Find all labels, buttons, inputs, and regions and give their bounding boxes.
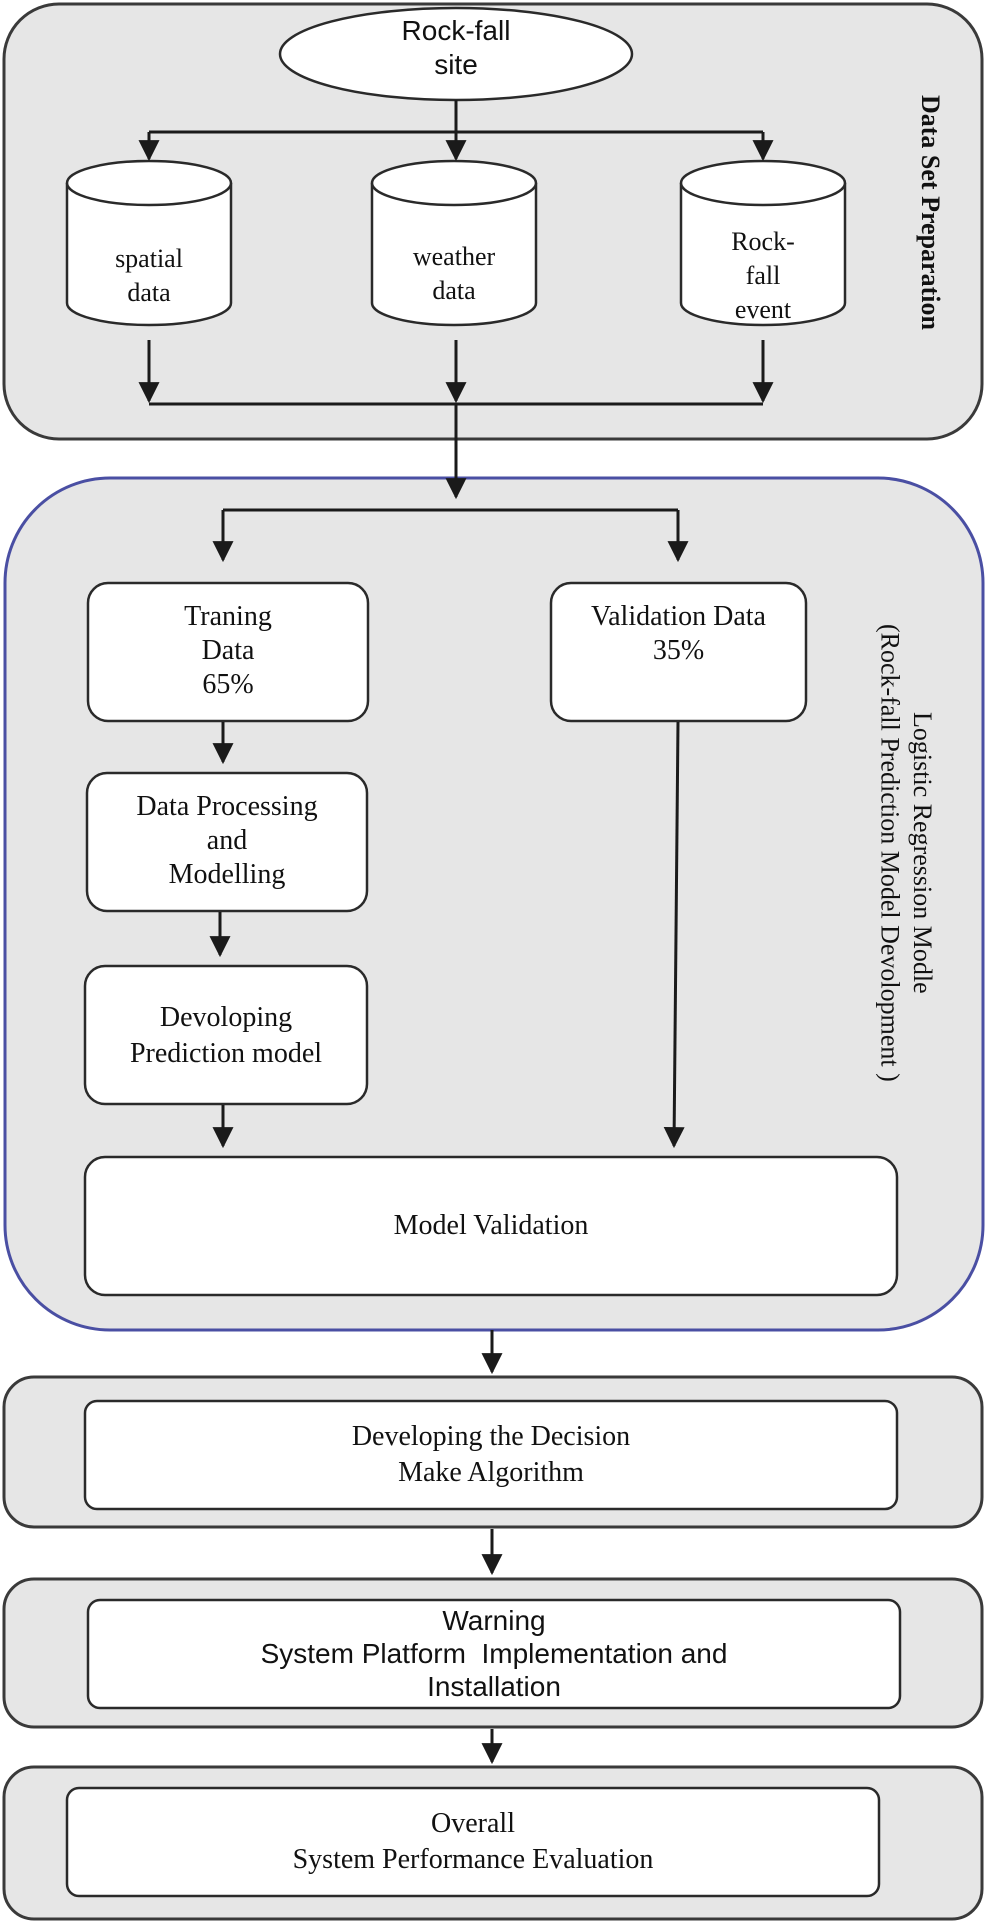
developing-prediction-label: Devoloping Prediction model	[85, 1000, 367, 1072]
performance-evaluation-line2: System Performance Evaluation	[292, 1844, 654, 1875]
section-label-data-set-preparation: Data Set Preparation	[916, 94, 945, 330]
rockfall-event-label: Rock- fall event	[681, 225, 845, 327]
warning-system-line2: System Platform Implementation and	[260, 1638, 728, 1669]
node-spatial-data	[65, 159, 233, 327]
node-training-data	[86, 581, 370, 723]
node-decision-algorithm	[83, 1399, 899, 1511]
site-label: Rock-fall site	[316, 14, 596, 82]
performance-evaluation-label: Overall System Performance Evaluation	[67, 1806, 879, 1878]
decision-algorithm-label: Developing the Decision Make Algorithm	[85, 1419, 897, 1491]
spatial-data-label: spatial data	[67, 242, 231, 310]
rockfall-event-line2: fall	[745, 261, 781, 290]
node-validation-data	[549, 581, 808, 723]
section-label-logistic-line1: Logistic Regression Modle	[908, 712, 937, 994]
developing-prediction-line2: Prediction model	[129, 1038, 323, 1069]
node-warning-system	[86, 1598, 902, 1710]
training-data-line3: 65%	[202, 669, 254, 700]
node-weather-data	[370, 159, 538, 327]
validation-data-label: Validation Data 35%	[551, 600, 806, 668]
data-processing-line2: and	[206, 825, 248, 856]
performance-evaluation-line1: Overall	[431, 1808, 515, 1839]
node-model-validation	[83, 1155, 899, 1297]
spatial-data-line2: data	[127, 278, 171, 307]
rockfall-event-line3: event	[734, 295, 792, 324]
node-data-processing	[85, 771, 369, 913]
site-label-line1: Rock-fall	[401, 15, 511, 46]
warning-system-line3: Installation	[427, 1671, 561, 1702]
decision-algorithm-line2: Make Algorithm	[398, 1457, 584, 1488]
model-validation-label: Model Validation	[393, 1210, 589, 1241]
section-label-logistic-line2: (Rock-fall Prediction Model Devolopment …	[875, 624, 905, 1082]
arrow-validation-to-model-validation	[663, 721, 685, 1149]
node-rockfall-event	[679, 159, 847, 327]
training-data-label: Traning Data 65%	[88, 600, 368, 702]
data-processing-line3: Modelling	[168, 859, 286, 890]
validation-data-line2: 35%	[652, 635, 705, 666]
training-data-line2: Data	[201, 635, 255, 666]
node-performance-evaluation	[65, 1786, 881, 1898]
node-developing-prediction	[83, 964, 369, 1106]
warning-system-label: Warning System Platform Implementation a…	[88, 1604, 900, 1703]
rockfall-event-line1: Rock-	[731, 227, 795, 256]
weather-data-line2: data	[432, 276, 476, 305]
site-label-line2: site	[434, 49, 478, 80]
section-label-logistic-regression: Logistic Regression Modle (Rock-fall Pre…	[848, 548, 938, 1158]
developing-prediction-line1: Devoloping	[159, 1002, 293, 1033]
validation-data-line1: Validation Data	[591, 601, 766, 632]
weather-data-label: weather data	[372, 240, 536, 308]
decision-algorithm-line1: Developing the Decision	[351, 1421, 631, 1452]
training-data-line1: Traning	[184, 601, 272, 632]
spatial-data-line1: spatial	[115, 244, 183, 273]
data-processing-label: Data Processing and Modelling	[87, 790, 367, 892]
weather-data-line1: weather	[412, 242, 496, 271]
data-processing-line1: Data Processing	[136, 791, 318, 822]
warning-system-line1: Warning	[442, 1605, 546, 1636]
